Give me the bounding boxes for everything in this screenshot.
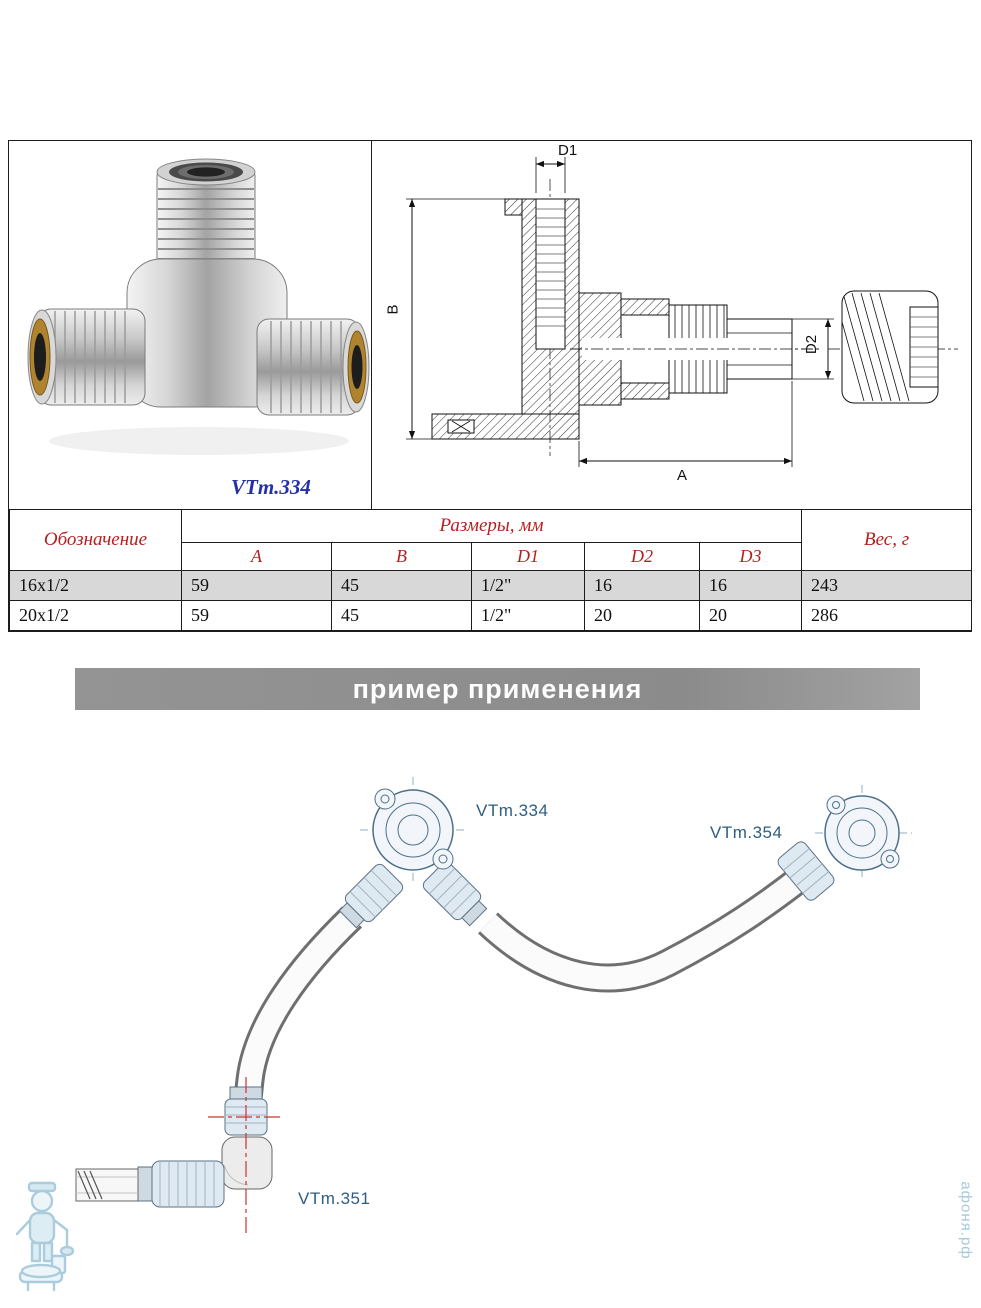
col-header-b: B [331,542,472,571]
fitting-elbow [75,1077,284,1237]
dim-label-a: A [677,467,688,484]
dimensions-header: Размеры, мм [180,509,803,543]
fitting-tee [338,777,488,929]
dim-label-d2: D2 [803,334,821,355]
designation-header: Обозначение [9,509,182,571]
technical-drawing [406,157,958,467]
cell-weight: 243 [801,570,973,601]
weight-header: Вес, г [801,509,973,571]
cell-b: 45 [331,600,472,631]
cell-designation: 16x1/2 [9,570,182,601]
label-elbow: VTm.351 [298,1189,371,1208]
cell-d1: 1/2" [471,570,585,601]
cell-d2: 16 [584,570,700,601]
product-photo-cell: VTm.334 [9,141,372,509]
catalog-box: VTm.334 [8,140,973,632]
product-caption: VTm.334 [231,475,311,499]
cell-designation: 20x1/2 [9,600,182,631]
cell-d1: 1/2" [471,600,585,631]
table-row: 16x1/2 59 45 1/2" 16 16 243 [9,570,973,601]
pipe-right [478,865,811,993]
spec-table: Обозначение Размеры, мм Вес, г A B D1 D2… [9,509,973,631]
cell-a: 59 [181,600,332,631]
watermark-site-text: афоня.рф [957,1181,975,1260]
col-header-d1: D1 [471,542,585,571]
table-row: 20x1/2 59 45 1/2" 20 20 286 [9,600,973,631]
product-photo [27,158,370,455]
col-header-a: A [181,542,332,571]
dim-label-b: B [384,304,402,315]
application-example: VTm.334 VTm.354 VTm.351 [0,725,981,1270]
application-banner: пример применения [75,668,920,710]
technical-drawing-cell: D1 B A D2 [372,141,971,509]
watermark-logo [8,1176,80,1303]
fitting-wall-elbow [777,785,912,901]
cell-weight: 286 [801,600,973,631]
application-drawing [75,777,912,1237]
cell-d2: 20 [584,600,700,631]
cell-a: 59 [181,570,332,601]
label-wall-elbow: VTm.354 [710,823,783,842]
label-tee: VTm.334 [476,801,549,820]
photo-row: VTm.334 [9,141,971,509]
cell-d3: 20 [698,600,803,631]
plumber-mascot-icon [15,1181,75,1292]
col-header-d3: D3 [698,542,803,571]
dim-label-d1: D1 [558,142,578,159]
cell-d3: 16 [698,570,803,601]
col-header-d2: D2 [584,542,700,571]
cell-b: 45 [331,570,472,601]
